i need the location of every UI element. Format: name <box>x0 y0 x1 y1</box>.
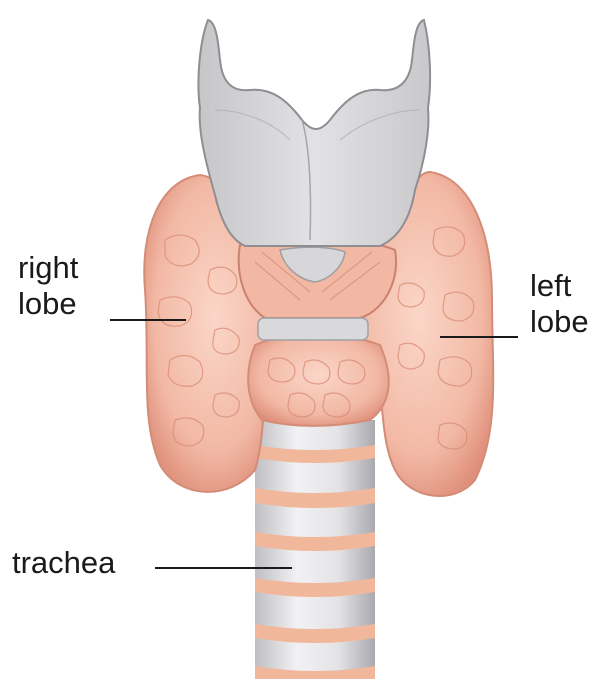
left-lobe-label-line2: lobe <box>530 304 608 340</box>
right-lobe-label: right lobe <box>18 250 138 322</box>
trachea <box>255 420 375 679</box>
trachea-label: trachea <box>12 545 115 581</box>
isthmus <box>248 334 389 426</box>
thyroid-cartilage <box>198 20 430 246</box>
right-lobe-label-line1: right <box>18 250 138 286</box>
left-lobe-label-line1: left <box>530 268 608 304</box>
right-lobe-label-line2: lobe <box>18 286 138 322</box>
left-lobe-label: left lobe <box>530 268 608 340</box>
